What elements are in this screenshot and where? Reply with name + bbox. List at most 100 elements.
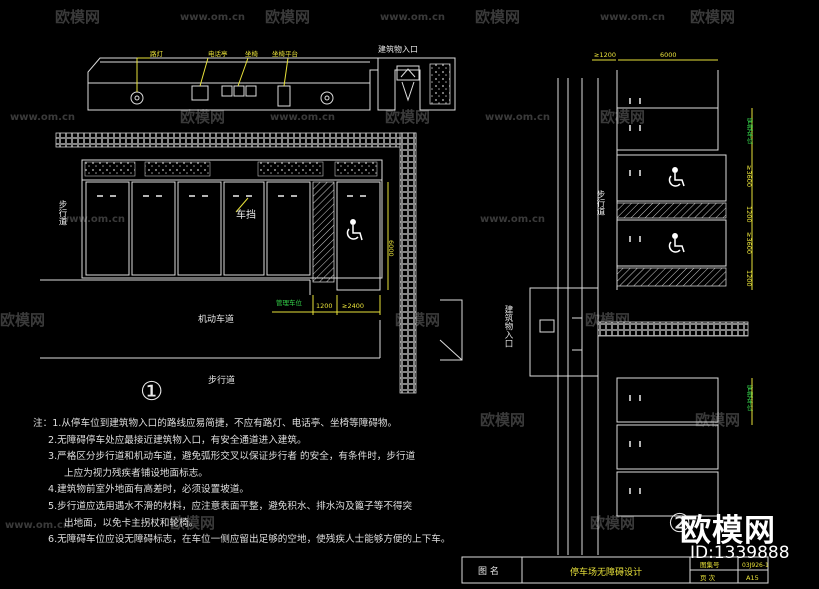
streetlight-icon [130,91,144,105]
label-entrance: 建筑物入口 [378,44,418,54]
note-item: 4.建筑物前室外地面有高差时，必须设置坡道。 [48,484,250,496]
watermark-brand: 欧模网 [170,514,215,532]
entrance-sign-icon [539,319,555,333]
dim-right-5: 1200 [745,270,753,287]
entrance-sign-icon [396,65,420,81]
parking-stall [177,181,222,276]
parking-stall [223,181,265,276]
watermark-url: www.om.cn [480,214,545,225]
watermark-layer: 欧模网 www.om.cn 欧模网 www.om.cn 欧模网 www.om.c… [0,8,740,532]
tactile-paving-horizontal [55,132,417,148]
note-item: 出地面，以免卡主拐杖和轮椅。 [64,517,199,529]
label-sidewalk-bottom: 步行道 [208,374,235,386]
watermark-brand: 欧模网 [600,108,645,126]
watermark-url: www.om.cn [380,12,445,23]
circle-number-1: ① [140,377,163,407]
parking-stall [85,181,130,276]
watermark-brand: 欧模网 [690,8,735,26]
title-code-value: 03J926-1 [742,562,769,569]
dim-right-3: 1200 [745,206,753,223]
parking-stall [131,181,176,276]
tactile-paving [597,321,749,337]
label-streetlight: 路灯 [150,49,164,58]
watermark-url: www.om.cn [600,12,665,23]
wheelchair-icon [668,167,685,187]
parking-stall [616,377,719,423]
dim-guide: 管理车位 [276,298,303,307]
label-entrance-right: 建筑物入口 [503,304,513,347]
note-item: 3.严格区分步行道和机动车道，避免弧形交叉以保证步行者 的安全，有条件时，步行道 [48,451,416,463]
accessible-parking-stall [616,219,727,267]
dim-length: 6000 [387,240,395,257]
dim-right-6: 管理车位 [745,384,753,412]
notes-title: 注： [33,418,53,429]
watermark-url: www.om.cn [485,112,550,123]
building-block [377,57,456,111]
watermark-brand: 欧模网 [480,411,525,429]
watermark-brand: 欧模网 [55,8,100,26]
label-carriageway: 机动车道 [198,313,234,325]
seat-icon [221,85,233,97]
plan-1: 路灯 电话亭 坐椅 坐椅平台 建筑物入口 [40,44,463,407]
wheelchair-icon [668,233,685,253]
note-item: 5.步行道应选用遇水不滑的材料，应注意表面平整，避免积水、排水沟及篦子等不得突 [48,500,413,512]
title-code-label: 图集号 [700,560,720,569]
brand-logo: 欧模网 [680,513,776,549]
watermark-url: www.om.cn [60,214,125,225]
watermark-brand: 欧模网 [590,514,635,532]
entrance-arrow-icon [401,81,415,102]
label-car-stop: 车挡 [236,208,256,221]
note-item: 2.无障碍停车处应最接近建筑物入口，有安全通道进入建筑。 [48,434,307,446]
watermark-brand: 欧模网 [385,108,430,126]
accessible-parking-stall [616,154,727,202]
watermark-brand: 欧模网 [265,8,310,26]
wheelchair-icon [346,219,363,241]
watermark-brand: 欧模网 [475,8,520,26]
watermark-brand: 欧模网 [180,108,225,126]
planter [429,63,451,105]
dim-aisle: 1200 [316,302,333,310]
parking-stall [616,107,719,151]
dim-space: ≥2400 [342,302,364,310]
brand-id: ID:1339888 [690,543,790,563]
circle-number-2: ② [668,509,691,539]
title-page-label: 页 次 [700,573,716,582]
note-item: 6.无障碍车位应设无障碍标志，在车位一侧应留出足够的空地，使残疾人士能够方便的上… [48,534,451,546]
dim-right-1: 管理车位 [745,117,753,145]
building-edge [440,299,463,361]
label-seat: 坐椅 [245,49,259,58]
label-phonebooth: 电话亭 [208,49,228,58]
notes-block: 注：1.从停车位到建筑物入口的路线应易简捷，不应有路灯、电话亭、坐椅等障碍物。 … [33,416,503,549]
note-item: 1.从停车位到建筑物入口的路线应易简捷，不应有路灯、电话亭、坐椅等障碍物。 [52,418,398,429]
title-page-value: A15 [746,574,759,582]
title-block: 图 名 停车场无障碍设计 图集号 03J926-1 页 次 A15 [461,556,769,584]
furniture-strip [87,57,379,111]
parking-stall [616,424,719,470]
dim-right-4: ≥3600 [745,232,753,254]
label-sidewalk-right: 步行道 [595,190,605,216]
dim-top-left: ≥1200 [594,51,616,59]
access-aisle-hatch [616,202,727,219]
parking-stall [266,181,311,276]
parking-block [81,159,383,279]
access-aisle-hatch [616,267,727,287]
title-name-label: 图 名 [478,565,499,577]
watermark-url: www.om.cn [270,112,335,123]
label-sidewalk-left: 步行道 [57,200,67,226]
tactile-paving-vertical [399,132,417,394]
parking-stall [616,471,719,517]
dim-top-right: 6000 [660,51,677,59]
watermark-url: www.om.cn [180,12,245,23]
title-name-value: 停车场无障碍设计 [570,566,642,578]
label-bench: 坐椅平台 [272,49,298,58]
watermark-url: www.om.cn [5,520,70,531]
watermark-brand: 欧模网 [0,311,45,329]
seat-icon [233,85,245,97]
plan-2: ≥1200 6000 步行道 管理车位 ≥3600 12 [503,51,753,555]
watermark-url: www.om.cn [10,112,75,123]
seat-icon [245,85,257,97]
note-item: 上应为视力残疾者铺设地面标志。 [64,467,208,479]
streetlight-icon [320,91,334,105]
phonebooth-icon [191,85,209,101]
bench-icon [277,85,291,107]
